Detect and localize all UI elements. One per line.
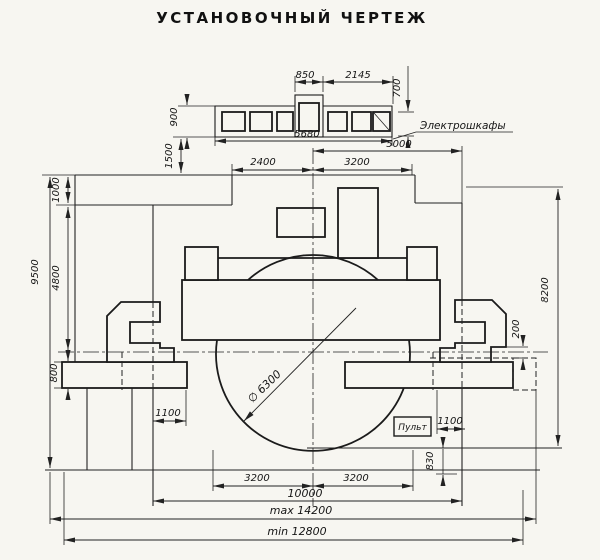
dim-3200-br-text: 3200 bbox=[343, 473, 368, 484]
right-foot-bar bbox=[344, 361, 514, 389]
cabinet-tall-cell bbox=[298, 102, 320, 132]
top-column-box bbox=[337, 187, 379, 259]
dim-1100-left-text: 1100 bbox=[155, 408, 180, 419]
dim-2145-text: 2145 bbox=[345, 70, 370, 81]
dim-830-text: 830 bbox=[425, 451, 436, 470]
left-foot-bar bbox=[61, 361, 188, 389]
dim-5680-text: 5680 bbox=[294, 129, 319, 140]
dim-800-text: 800 bbox=[49, 363, 60, 382]
console-label: Пульт bbox=[398, 423, 427, 433]
left-support bbox=[106, 301, 175, 363]
dim-1000-text: 1000 bbox=[51, 177, 62, 202]
centerlines bbox=[58, 148, 548, 506]
dim-9500-text: 9500 bbox=[30, 259, 41, 284]
dim-900-text: 900 bbox=[169, 107, 180, 126]
cabinet-cell-2 bbox=[249, 111, 273, 132]
dim-1500-text: 1500 bbox=[164, 143, 175, 168]
dim-3200-bl-text: 3200 bbox=[244, 473, 269, 484]
dim-3200-top-text: 3200 bbox=[344, 157, 369, 168]
foundation-outline bbox=[45, 174, 562, 471]
cabinet-cell-3 bbox=[276, 111, 294, 132]
cabinet-cell-7 bbox=[372, 111, 391, 132]
dim-2400-text: 2400 bbox=[250, 157, 275, 168]
cabinet-cell-5 bbox=[327, 111, 348, 132]
cabinet-cell-6 bbox=[351, 111, 372, 132]
cabinet-row: Электрошкафы bbox=[214, 94, 513, 140]
machine-plan bbox=[61, 187, 514, 452]
dimension-texts: 850 2145 700 900 1500 5680 5000 2400 320… bbox=[30, 70, 551, 538]
diameter-leader bbox=[243, 307, 357, 422]
dim-850-text: 850 bbox=[295, 70, 314, 81]
dim-200-text: 200 bbox=[511, 319, 522, 338]
console-label-group: Пульт bbox=[393, 416, 432, 437]
dim-min-text: min 12800 bbox=[267, 525, 326, 538]
right-bearing-block bbox=[406, 246, 438, 281]
dim-max-text: max 14200 bbox=[270, 504, 332, 517]
cabinets-label: Электрошкафы bbox=[419, 120, 506, 132]
dim-5000-text: 5000 bbox=[386, 139, 411, 150]
cabinets-leader-line bbox=[392, 131, 513, 140]
cabinet-tall-outline bbox=[294, 94, 324, 138]
dim-4800-text: 4800 bbox=[51, 265, 62, 290]
dim-8200-text: 8200 bbox=[540, 277, 551, 302]
dim-700-text: 700 bbox=[392, 78, 403, 97]
dim-1100-right-text: 1100 bbox=[437, 416, 462, 427]
crossbeam-body bbox=[181, 279, 441, 341]
dim-10000-text: 10000 bbox=[288, 487, 323, 500]
right-support bbox=[439, 299, 507, 363]
drawing-title: УСТАНОВОЧНЫЙ ЧЕРТЕЖ bbox=[156, 8, 428, 27]
cabinet-cell-diagonal bbox=[373, 112, 390, 131]
left-bearing-block bbox=[184, 246, 219, 281]
dimension-lines bbox=[47, 79, 561, 543]
console-extreme-position bbox=[512, 357, 537, 391]
console-label-box bbox=[393, 416, 432, 437]
top-unit-box bbox=[276, 207, 326, 238]
cabinet-cell-1 bbox=[221, 111, 246, 132]
